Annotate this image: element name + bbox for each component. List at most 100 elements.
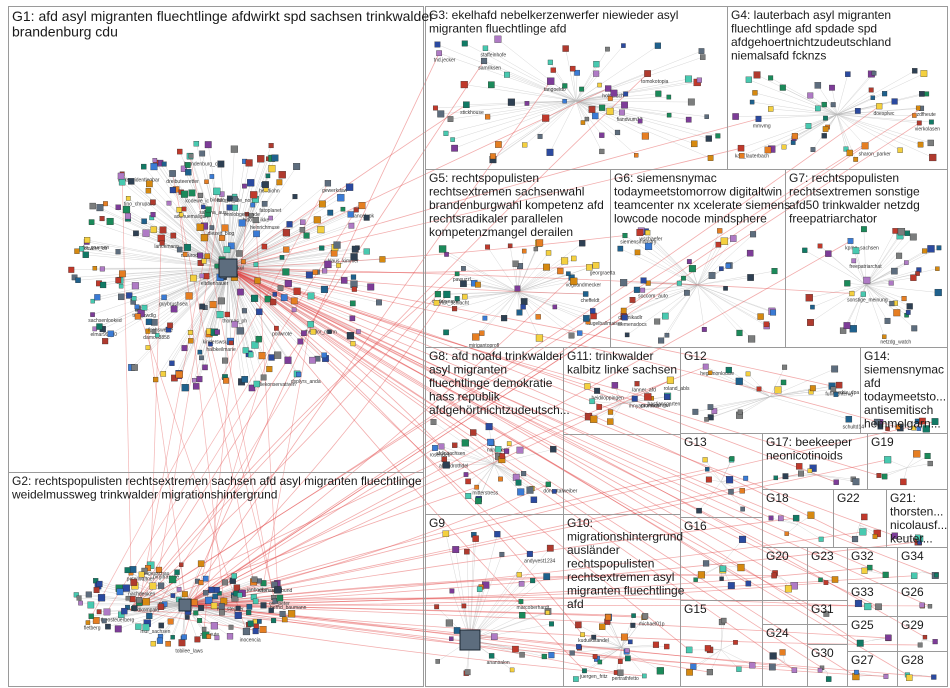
node[interactable] <box>245 159 253 167</box>
node[interactable] <box>247 620 254 627</box>
node[interactable] <box>757 313 764 320</box>
node[interactable] <box>821 133 827 139</box>
node[interactable] <box>153 376 159 383</box>
node[interactable] <box>845 71 851 77</box>
node[interactable] <box>634 249 641 256</box>
node[interactable] <box>596 404 602 410</box>
node[interactable] <box>911 325 918 332</box>
node[interactable] <box>756 386 762 392</box>
node[interactable] <box>300 219 306 225</box>
node[interactable] <box>507 243 513 249</box>
node[interactable] <box>224 311 230 318</box>
node[interactable] <box>444 252 449 257</box>
node[interactable] <box>884 456 892 464</box>
node[interactable] <box>922 634 928 640</box>
node[interactable] <box>115 249 121 255</box>
node[interactable] <box>864 603 872 611</box>
node[interactable] <box>503 448 510 454</box>
node[interactable] <box>191 598 198 606</box>
node[interactable] <box>181 634 187 640</box>
node[interactable] <box>807 92 814 99</box>
node[interactable] <box>844 280 851 287</box>
node[interactable] <box>516 446 524 454</box>
node[interactable] <box>131 296 137 301</box>
node[interactable] <box>253 380 260 388</box>
node[interactable] <box>268 143 274 149</box>
node[interactable] <box>465 493 472 499</box>
node[interactable] <box>871 70 877 76</box>
node[interactable] <box>917 642 923 648</box>
node[interactable] <box>447 116 454 122</box>
node[interactable] <box>145 328 151 334</box>
node[interactable] <box>664 393 671 400</box>
node[interactable] <box>711 408 718 414</box>
node[interactable] <box>566 271 571 276</box>
node[interactable] <box>548 652 555 659</box>
node[interactable] <box>557 267 564 275</box>
node[interactable] <box>501 315 508 322</box>
node[interactable] <box>363 214 370 221</box>
node[interactable] <box>279 610 286 617</box>
node[interactable] <box>250 191 258 199</box>
node[interactable] <box>151 329 157 334</box>
node[interactable] <box>461 40 468 47</box>
node[interactable] <box>303 232 310 239</box>
node[interactable] <box>872 534 878 539</box>
node[interactable] <box>170 593 176 598</box>
node[interactable] <box>205 596 213 605</box>
node[interactable] <box>644 70 651 77</box>
node[interactable] <box>843 322 851 330</box>
node[interactable] <box>321 352 327 359</box>
node[interactable] <box>137 309 145 317</box>
node[interactable] <box>905 310 911 315</box>
node[interactable] <box>487 438 494 446</box>
node[interactable] <box>849 290 855 297</box>
node[interactable] <box>817 243 823 249</box>
node[interactable] <box>592 112 599 120</box>
node[interactable] <box>161 294 167 301</box>
node[interactable] <box>262 181 269 189</box>
node[interactable] <box>330 249 338 257</box>
node[interactable] <box>176 206 182 213</box>
node[interactable] <box>519 652 525 658</box>
node[interactable] <box>737 563 745 572</box>
node[interactable] <box>929 153 937 162</box>
node[interactable] <box>320 285 329 293</box>
node[interactable] <box>242 627 251 636</box>
node[interactable] <box>149 582 157 590</box>
node[interactable] <box>452 442 458 448</box>
node[interactable] <box>124 213 131 220</box>
node[interactable] <box>641 132 649 140</box>
node[interactable] <box>817 667 823 673</box>
node[interactable] <box>99 216 105 222</box>
node[interactable] <box>155 566 163 573</box>
node[interactable] <box>461 439 469 447</box>
node[interactable] <box>607 409 614 415</box>
node[interactable] <box>624 332 630 338</box>
node[interactable] <box>463 472 469 477</box>
node[interactable] <box>449 636 454 641</box>
node[interactable] <box>313 216 321 224</box>
node[interactable] <box>212 593 218 600</box>
node[interactable] <box>725 263 731 269</box>
node[interactable] <box>475 497 482 505</box>
node[interactable] <box>202 364 208 371</box>
node[interactable] <box>810 147 816 152</box>
node[interactable] <box>274 325 279 331</box>
node[interactable] <box>221 224 229 232</box>
node[interactable] <box>592 262 600 269</box>
node[interactable] <box>460 81 468 89</box>
node[interactable] <box>376 299 382 306</box>
node[interactable] <box>620 307 627 314</box>
node[interactable] <box>851 258 857 264</box>
node[interactable] <box>877 423 884 430</box>
node[interactable] <box>517 488 525 496</box>
node[interactable] <box>105 623 111 630</box>
node[interactable] <box>336 263 341 268</box>
node[interactable] <box>204 253 211 259</box>
node[interactable] <box>546 148 554 156</box>
node[interactable] <box>768 106 774 112</box>
node[interactable] <box>623 91 629 97</box>
node[interactable] <box>125 604 130 610</box>
node[interactable] <box>846 149 853 157</box>
